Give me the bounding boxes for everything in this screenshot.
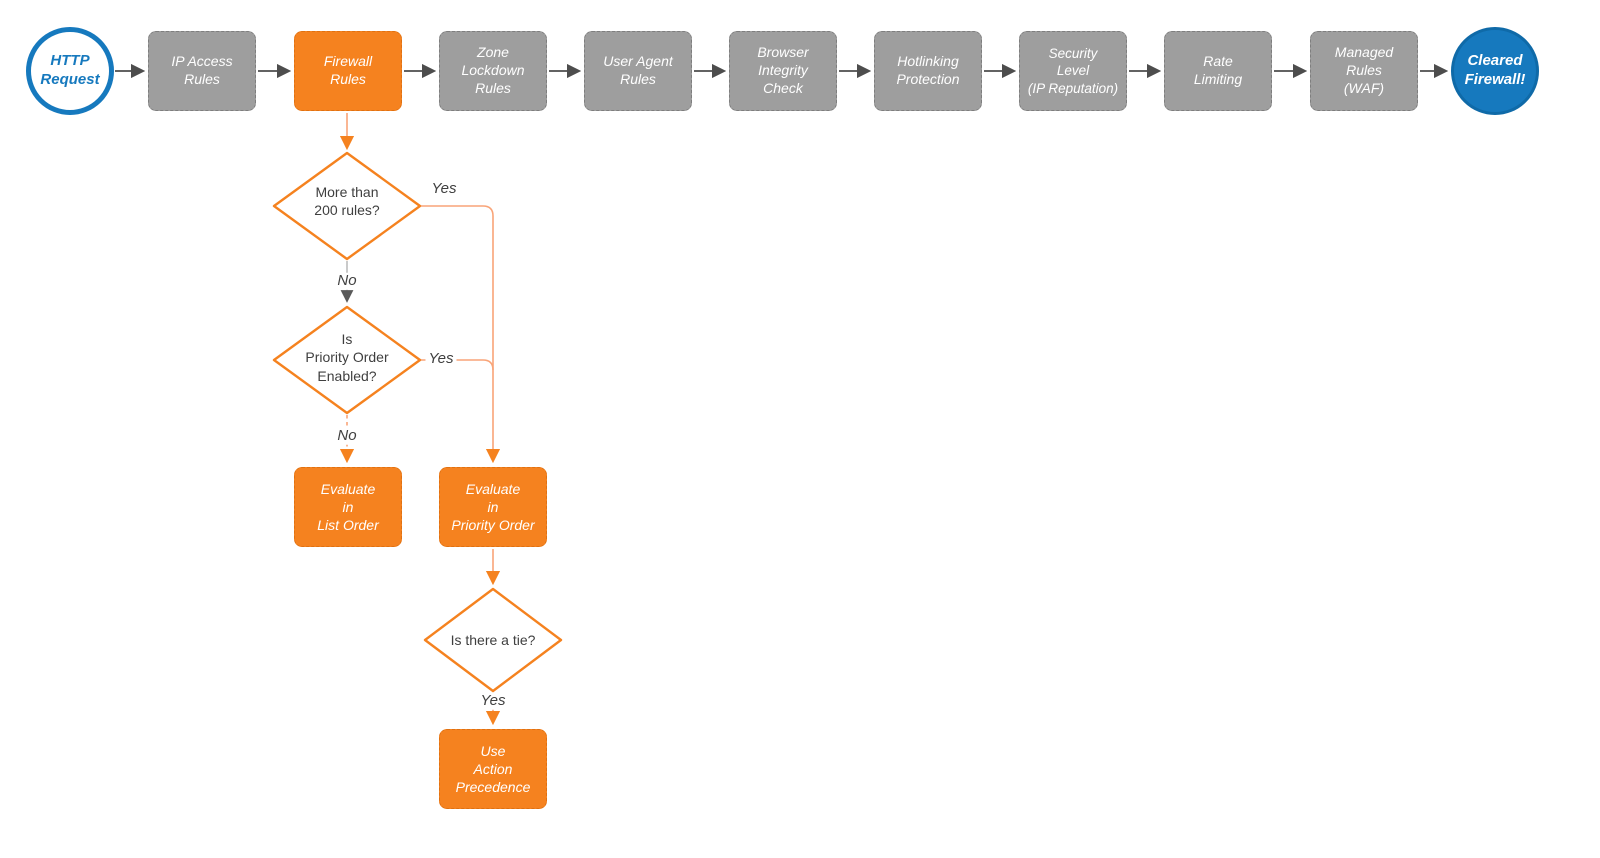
- node-user-agent-rules: User Agent Rules: [584, 31, 692, 111]
- node-http-request: HTTP Request: [26, 27, 114, 115]
- decision-is-there-a-tie-label: Is there a tie?: [450, 632, 536, 648]
- edge-decision1-yes: [421, 205, 501, 464]
- node-zone-lockdown-rules-label: Zone Lockdown Rules: [461, 44, 525, 96]
- node-hotlinking-protection-label: Hotlinking Protection: [896, 53, 960, 87]
- node-zone-lockdown-rules: Zone Lockdown Rules: [439, 31, 547, 111]
- decision-priority-order-enabled-shape: [272, 305, 422, 415]
- decision-more-than-200-rules-shape: [272, 151, 422, 261]
- edge-label-decision1-no: No: [334, 272, 360, 290]
- node-evaluate-priority-order: Evaluate in Priority Order: [439, 467, 547, 547]
- node-evaluate-list-order: Evaluate in List Order: [294, 467, 402, 547]
- decision-priority-order-enabled-label: Is Priority Order Enabled?: [305, 331, 389, 384]
- edge-label-decision2-no: No: [334, 427, 360, 445]
- edge-decision2-yes: [421, 359, 494, 371]
- node-cleared-firewall: Cleared Firewall!: [1451, 27, 1539, 115]
- node-rate-limiting: Rate Limiting: [1164, 31, 1272, 111]
- node-cleared-firewall-label: Cleared Firewall!: [1464, 52, 1526, 88]
- node-use-action-precedence-label: Use Action Precedence: [455, 742, 531, 796]
- node-firewall-rules-label: Firewall Rules: [323, 53, 373, 87]
- node-security-level-label: Security Level (IP Reputation): [1027, 46, 1119, 96]
- node-user-agent-rules-label: User Agent Rules: [603, 53, 673, 87]
- edge-label-decision3-yes: Yes: [477, 692, 509, 710]
- edge-label-decision2-yes: Yes: [425, 350, 457, 368]
- decision-more-than-200-rules-label: More than 200 rules?: [314, 184, 380, 219]
- node-browser-integrity-check-label: Browser Integrity Check: [757, 44, 809, 96]
- decision-is-there-a-tie-shape: [423, 587, 563, 693]
- node-security-level: Security Level (IP Reputation): [1019, 31, 1127, 111]
- node-managed-rules-waf: Managed Rules (WAF): [1310, 31, 1418, 111]
- node-browser-integrity-check: Browser Integrity Check: [729, 31, 837, 111]
- node-evaluate-list-order-label: Evaluate in List Order: [317, 480, 379, 534]
- node-rate-limiting-label: Rate Limiting: [1193, 53, 1243, 87]
- node-hotlinking-protection: Hotlinking Protection: [874, 31, 982, 111]
- node-firewall-rules: Firewall Rules: [294, 31, 402, 111]
- node-ip-access-rules: IP Access Rules: [148, 31, 256, 111]
- node-http-request-label: HTTP Request: [40, 52, 100, 88]
- node-managed-rules-waf-label: Managed Rules (WAF): [1334, 44, 1394, 96]
- node-use-action-precedence: Use Action Precedence: [439, 729, 547, 809]
- node-ip-access-rules-label: IP Access Rules: [171, 53, 233, 87]
- node-evaluate-priority-order-label: Evaluate in Priority Order: [451, 480, 535, 534]
- edge-label-decision1-yes: Yes: [428, 180, 460, 198]
